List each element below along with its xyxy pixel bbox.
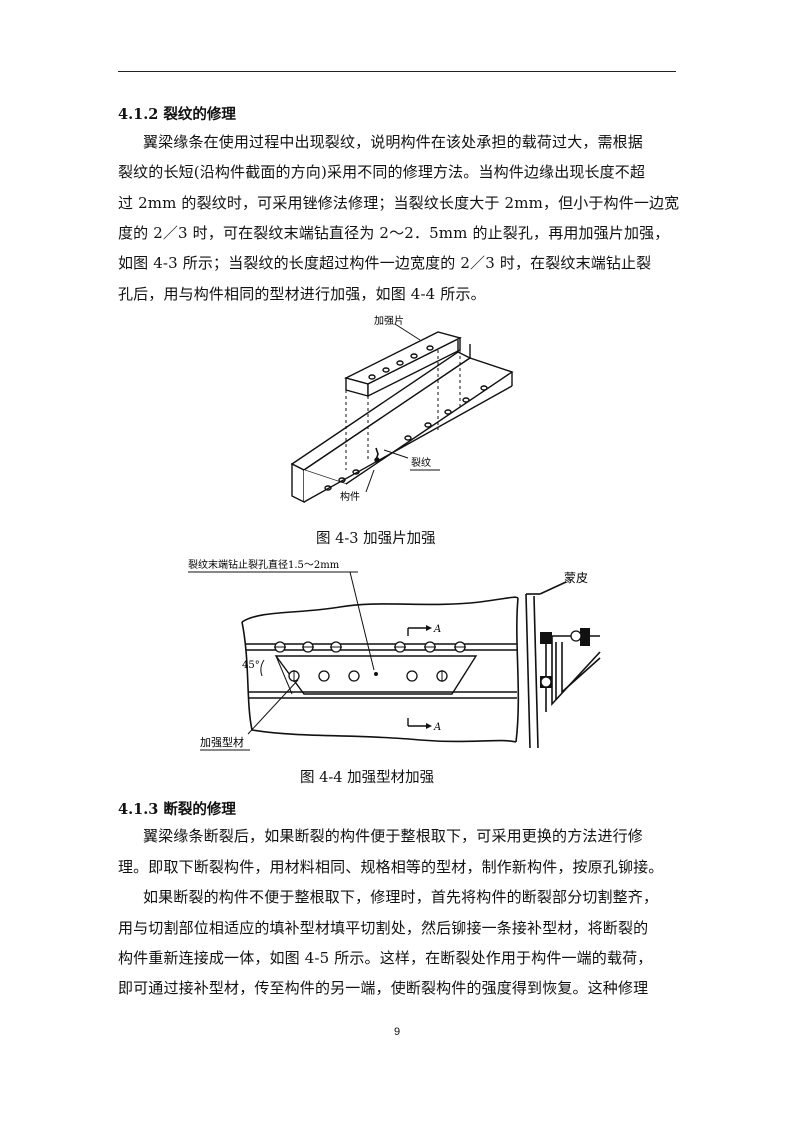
figure-4-4-profile-reinforcement: 裂纹末端钻止裂孔直径1.5～2mm xyxy=(188,558,601,751)
paragraph-line: 翼梁缘条在使用过程中出现裂纹，说明构件在该处承担的载荷过大，需根据 xyxy=(143,133,643,151)
page-number: 9 xyxy=(393,1026,401,1038)
header-rule xyxy=(118,71,676,72)
paragraph-line: 如图 4-3 所示；当裂纹的长度超过构件一边宽度的 2／3 时，在裂纹末端钻止裂 xyxy=(118,254,652,272)
paragraph-line: 过 2mm 的裂纹时，可采用锉修法修理；当裂纹长度大于 2mm，但小于构件一边宽 xyxy=(118,194,680,212)
section-heading-fracture-repair: 4.1.3 断裂的修理 xyxy=(118,801,236,818)
figure-4-4-caption: 图 4-4 加强型材加强 xyxy=(300,770,435,786)
paragraph-line: 度的 2／3 时，可在裂纹末端钻直径为 2～2．5mm 的止裂孔，再用加强片加强… xyxy=(118,224,670,242)
figure-4-3-caption: 图 4-3 加强片加强 xyxy=(316,531,436,547)
label-profile: 加强型材 xyxy=(200,735,244,749)
label-skin: 蒙皮 xyxy=(564,571,588,585)
paragraph-line: 即可通过接补型材，传至构件的另一端，使断裂构件的强度得到恢复。这种修理 xyxy=(118,979,649,997)
label-section-a-top: A xyxy=(433,624,441,635)
paragraph-line: 翼梁缘条断裂后，如果断裂的构件便于整根取下，可采用更换的方法进行修 xyxy=(143,827,643,845)
section-heading-crack-repair: 4.1.2 裂纹的修理 xyxy=(118,106,236,123)
paragraph-line: 孔后，用与构件相同的型材进行加强，如图 4-4 所示。 xyxy=(118,285,486,303)
paragraph-line: 理。即取下断裂构件，用材料相同、规格相等的型材，制作新构件，按原孔铆接。 xyxy=(118,858,664,876)
label-section-a-bottom: A xyxy=(433,722,441,733)
label-angle: 45° xyxy=(242,660,260,671)
label-member: 构件 xyxy=(340,490,360,503)
paragraph-line: 构件重新连接成一体，如图 4-5 所示。这样，在断裂处作用于构件一端的载荷， xyxy=(118,949,653,967)
label-crack: 裂纹 xyxy=(411,456,431,469)
figure-4-3-patch-reinforcement: 加强片 裂纹 构件 xyxy=(290,314,514,515)
label-patch: 加强片 xyxy=(374,314,404,327)
paragraph-line: 裂纹的长短(沿构件截面的方向)采用不同的修理方法。当构件边缘出现长度不超 xyxy=(118,163,646,181)
paragraph-line: 如果断裂的构件不便于整根取下，修理时，首先将构件的断裂部分切割整齐， xyxy=(143,888,659,906)
paragraph-line: 用与切割部位相适应的填补型材填平切割处，然后铆接一条接补型材，将断裂的 xyxy=(118,919,649,937)
label-stop-hole: 裂纹末端钻止裂孔直径1.5～2mm xyxy=(188,558,340,571)
